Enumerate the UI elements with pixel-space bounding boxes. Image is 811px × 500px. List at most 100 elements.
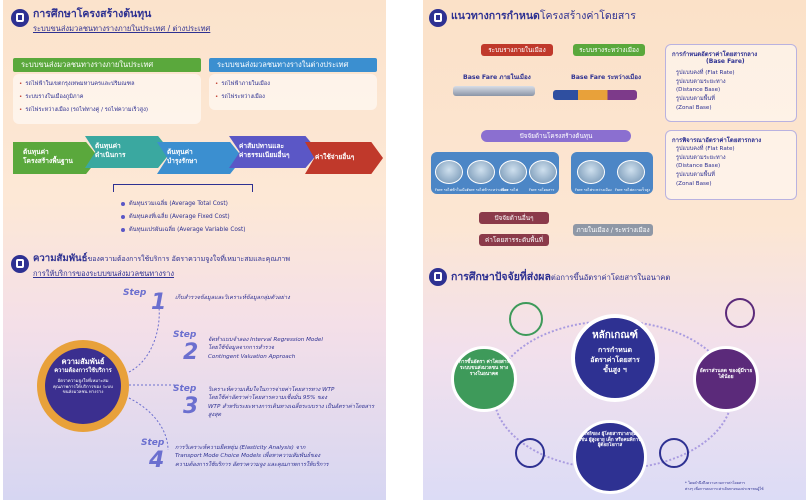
base-fare-box: การกำหนดอัตราค่าโดยสารกลาง (Base Fare) ร… xyxy=(665,44,797,122)
center-fare-box-title: การพิจารณาอัตราค่าโดยสารกลาง xyxy=(672,137,762,144)
base-fare-item: (Zonal Base) xyxy=(676,104,712,111)
intra-inter-city-button: ภายในเมือง / ระหว่างเมือง xyxy=(573,224,653,236)
center-fare-list: รูปแบบคงที่ (Flat Rate) รูปแบบตามระยะทาง… xyxy=(676,145,735,188)
fare-photo-caption: Fare รถไฟระหว่างเมือง xyxy=(575,188,612,192)
relationship-circle-body: อัตราความจูงใจที่เหมาะสม คุณภาพการให้บริ… xyxy=(53,379,113,395)
fare-photo xyxy=(617,160,645,184)
other-factor-button: ปัจจัยด้านอื่นๆ xyxy=(479,212,549,224)
average-total-cost: ต้นทุนรวมเฉลี่ย (Average Total Cost) xyxy=(121,198,228,208)
relationship-inner-circle xyxy=(45,348,121,424)
base-fare-item: (Distance Base) xyxy=(676,87,721,94)
title-rest: ของความต้องการใช้บริการ อัตราความจูงใจที… xyxy=(87,255,290,263)
future-fare-text: การขึ้นอัตรา ค่าโดยสาร ระบบขนส่งมวลชน ทา… xyxy=(458,360,510,377)
train-icon xyxy=(429,268,447,286)
step-line: โดยใช้ค่าอัตราค่าโดยสารความเชื่อมั่น 95%… xyxy=(208,395,328,402)
foreign-rail-label: ระบบขนส่งมวลชนทางรางในต่างประเทศ xyxy=(209,58,377,72)
fare-photo-caption: Fare รถไฟฟ้าในเมือง xyxy=(435,188,469,192)
relationship-subtitle: การให้บริการของระบบขนส่งมวลชนทางราง xyxy=(33,269,175,278)
base-fare-list: รูปแบบคงที่ (Flat Rate) รูปแบบตามระยะทาง… xyxy=(676,69,735,112)
base-fare-box-subtitle: (Base Fare) xyxy=(706,58,745,65)
step-line: ความต้องการใช้บริการ อัตราความจูง และคุณ… xyxy=(175,461,329,468)
domestic-item: รถไฟฟ้าในเขตกรุงเทพมหานครและปริมณฑล xyxy=(19,80,134,88)
fare-photo-caption: Fare รถไฟ xyxy=(501,188,519,192)
foreign-item: รถไฟฟ้าภายในเมือง xyxy=(215,80,270,88)
center-fare-item: (Zonal Base) xyxy=(676,180,712,187)
criteria-center-circle xyxy=(571,314,659,402)
base-fare-intra-label: Base Fare ภายในเมือง xyxy=(463,74,531,81)
fare-photo xyxy=(467,160,495,184)
arrow-line: ต้นทุนค่า xyxy=(167,148,193,156)
fare-photo xyxy=(577,160,605,184)
arrow-line: ต้นทุนค่า xyxy=(95,142,121,150)
arrow-line: ค่าใช้จ่ายอื่นๆ xyxy=(315,153,355,161)
fare-photo xyxy=(499,160,527,184)
center-fare-box: การพิจารณาอัตราค่าโดยสารกลาง รูปแบบคงที่… xyxy=(665,130,797,200)
future-fare-circle xyxy=(451,346,517,412)
step-number: 4 xyxy=(149,448,165,473)
title-bold: การศึกษาปัจจัยที่ส่งผล xyxy=(451,271,551,283)
cost-structure-subtitle: ระบบขนส่งมวลชนทางรางภายในประเทศ / ต่างปร… xyxy=(33,24,211,33)
fare-photo xyxy=(435,160,463,184)
step-line: WTP สำหรับระยะทางการเดินทางเฉลี่ยระบบราง… xyxy=(208,403,375,419)
foreign-item: รถไฟระหว่างเมือง xyxy=(215,93,265,101)
fare-photo-caption: Fare รถไฟฟ้าระหว่างเมือง xyxy=(467,188,509,192)
inter-city-train-image xyxy=(553,90,637,100)
elderly-icon xyxy=(515,438,545,468)
train-icon xyxy=(429,9,447,27)
center-fare-item: (Distance Base) xyxy=(676,163,721,170)
average-fixed-cost: ต้นทุนคงที่เฉลี่ย (Average Fixed Cost) xyxy=(121,211,230,221)
arrow-line: ค่าสัมปทานและ xyxy=(239,142,285,150)
right-infographic: แนวทางการกำหนดโครงสร้างค่าโดยสาร ระบบราง… xyxy=(423,0,806,500)
cost-arrow-operation: ต้นทุนค่า ดำเนินการ xyxy=(85,136,171,168)
title-bold: ความสัมพันธ์ xyxy=(33,253,88,264)
area-fare-button: ค่าโดยสารระดับพื้นที่ xyxy=(479,234,549,246)
fare-photo-caption: Fare รถไฟความเร็วสูง xyxy=(615,188,651,192)
step-line: Contingent Valuation Approach xyxy=(208,353,296,360)
arrow-line: ค่าธรรมเนียมอื่นๆ xyxy=(239,150,290,159)
step-text: เก็บสำรวจข้อมูลและวิเคราะห์ข้อมูลกลุ่มตั… xyxy=(175,294,290,302)
fare-photo-caption: Fare รถโดยสาร xyxy=(529,188,555,192)
center-fare-item: รูปแบบตามระยะทาง xyxy=(676,154,726,161)
criteria-line: อัตราค่าโดยสาร xyxy=(590,356,640,364)
step-line: จัดทำแบบจำลอง Interval Regression Model xyxy=(208,337,323,343)
step-text: จัดทำแบบจำลอง Interval Regression Model … xyxy=(208,336,323,361)
relationship-circle-title2: ความต้องการใช้บริการ xyxy=(54,368,112,374)
center-fare-item: รูปแบบตามพื้นที่ xyxy=(676,171,715,178)
cost-arrow-concession: ค่าสัมปทานและ ค่าธรรมเนียมอื่นๆ xyxy=(229,136,319,168)
footnote: * โดยคำนึงถึงความรวมการค่าโดยสาร xyxy=(685,481,746,485)
train-icon xyxy=(11,255,29,273)
arrow-line: ต้นทุนค่า xyxy=(23,148,49,156)
cost-arrow-infrastructure: ต้นทุนค่า โครงสร้างพื้นฐาน xyxy=(13,142,99,174)
arrow-line: ดำเนินการ xyxy=(95,150,126,159)
footnote: ต่างๆ เพื่อการลดภาระค่าเดินทางของประชาชน… xyxy=(685,487,764,491)
arrow-line: บำรุงรักษา xyxy=(167,156,198,165)
step-line: Transport Mode Choice Models เพื่อหาความ… xyxy=(175,453,321,460)
cost-arrow-other: ค่าใช้จ่ายอื่นๆ xyxy=(305,142,383,174)
step-text: การวิเคราะห์ความยืดหยุ่น (Elasticity Ana… xyxy=(175,444,329,469)
base-fare-item: รูปแบบคงที่ (Flat Rate) xyxy=(676,70,735,76)
center-fare-item: รูปแบบคงที่ (Flat Rate) xyxy=(676,146,735,152)
factors-title: การศึกษาปัจจัยที่ส่งผลต่อการขึ้นอัตราค่า… xyxy=(451,271,671,284)
relationship-circle-title: ความสัมพันธ์ xyxy=(61,357,105,366)
step-number: 3 xyxy=(183,394,199,419)
passenger-rights-circle xyxy=(573,420,647,494)
step-text: วิเคราะห์ความเต็มใจในการจ่ายค่าโดยสารทาง… xyxy=(208,386,386,420)
cost-bracket xyxy=(113,184,253,192)
step-number: 1 xyxy=(151,290,167,315)
fare-guideline-title: แนวทางการกำหนดโครงสร้างค่าโดยสาร xyxy=(451,10,636,23)
step-line: โดยใช้ข้อมูลจากการสำรวจ xyxy=(208,345,275,352)
train-icon xyxy=(11,9,29,27)
title-rest: ต่อการขึ้นอัตราค่าโดยสารในอนาคต xyxy=(550,273,671,282)
domestic-item: ระบบรางในเมืองภูมิภาค xyxy=(19,93,83,101)
criteria-title: หลักเกณฑ์ xyxy=(592,330,638,341)
step-label: Step xyxy=(141,438,165,448)
base-fare-item: รูปแบบตามระยะทาง xyxy=(676,78,726,85)
disabled-icon xyxy=(659,438,689,468)
domestic-rail-label: ระบบขนส่งมวลชนทางรางภายในประเทศ xyxy=(13,58,201,72)
step-label: Step xyxy=(173,330,197,340)
domestic-item: รถไฟระหว่างเมือง (รถไฟทางคู่ / รถไฟความเ… xyxy=(19,106,148,114)
foreign-rail-box: รถไฟฟ้าภายในเมือง รถไฟระหว่างเมือง xyxy=(209,74,377,110)
average-variable-cost: ต้นทุนแปรผันเฉลี่ย (Average Variable Cos… xyxy=(121,224,246,234)
title-rest: โครงสร้างค่าโดยสาร xyxy=(539,10,636,22)
title-bold: แนวทางการกำหนด xyxy=(451,10,540,22)
